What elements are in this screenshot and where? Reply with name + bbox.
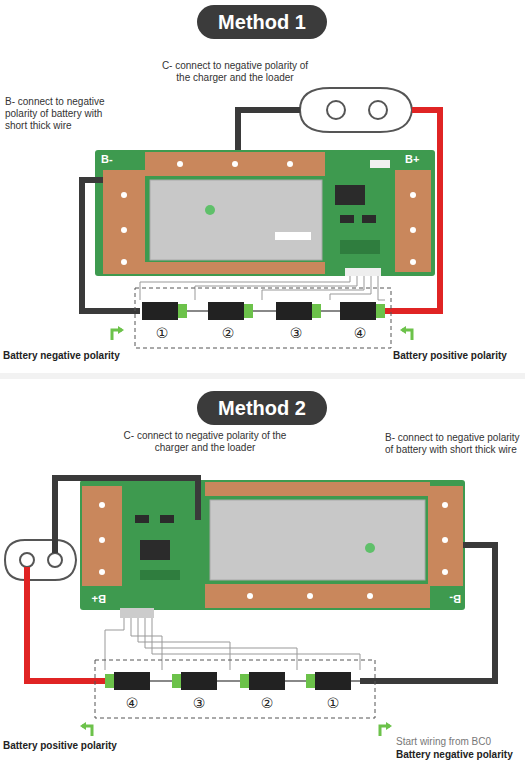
- callout-text: C- connect to negative polarity of the c…: [120, 430, 290, 454]
- callout-number: ③: [188, 695, 210, 712]
- callout-number: ②: [256, 695, 278, 712]
- panel-divider: [0, 373, 525, 379]
- note-text: Start wiring from BC0: [396, 736, 524, 748]
- polarity-label: Battery negative polarity: [3, 350, 133, 362]
- terminal-label: B-: [101, 153, 123, 166]
- title-pill: Method 1: [197, 5, 327, 39]
- terminal-label: B-: [439, 592, 461, 605]
- terminal-label: B+: [84, 592, 106, 605]
- method-title: Method 2: [218, 397, 306, 420]
- method-title: Method 1: [218, 11, 306, 34]
- callout-text: B- connect to negative polarity of batte…: [5, 96, 127, 132]
- callout-text: B- connect to negative polarity of batte…: [385, 432, 521, 456]
- polarity-label: Battery negative polarity: [396, 749, 524, 761]
- method2-illustration: [5, 478, 495, 736]
- title-pill: Method 2: [197, 391, 327, 425]
- callout-number: ①: [322, 695, 344, 712]
- callout-number: ②: [217, 325, 239, 342]
- callout-number: ④: [349, 325, 371, 342]
- callout-number: ①: [151, 325, 173, 342]
- terminal-label: B+: [405, 153, 427, 166]
- callout-text: C- connect to negative polarity of the c…: [160, 60, 310, 84]
- callout-number: ③: [285, 325, 307, 342]
- polarity-label: Battery positive polarity: [393, 350, 523, 362]
- method1-illustration: [82, 88, 440, 348]
- polarity-label: Battery positive polarity: [3, 740, 133, 752]
- callout-number: ④: [121, 695, 143, 712]
